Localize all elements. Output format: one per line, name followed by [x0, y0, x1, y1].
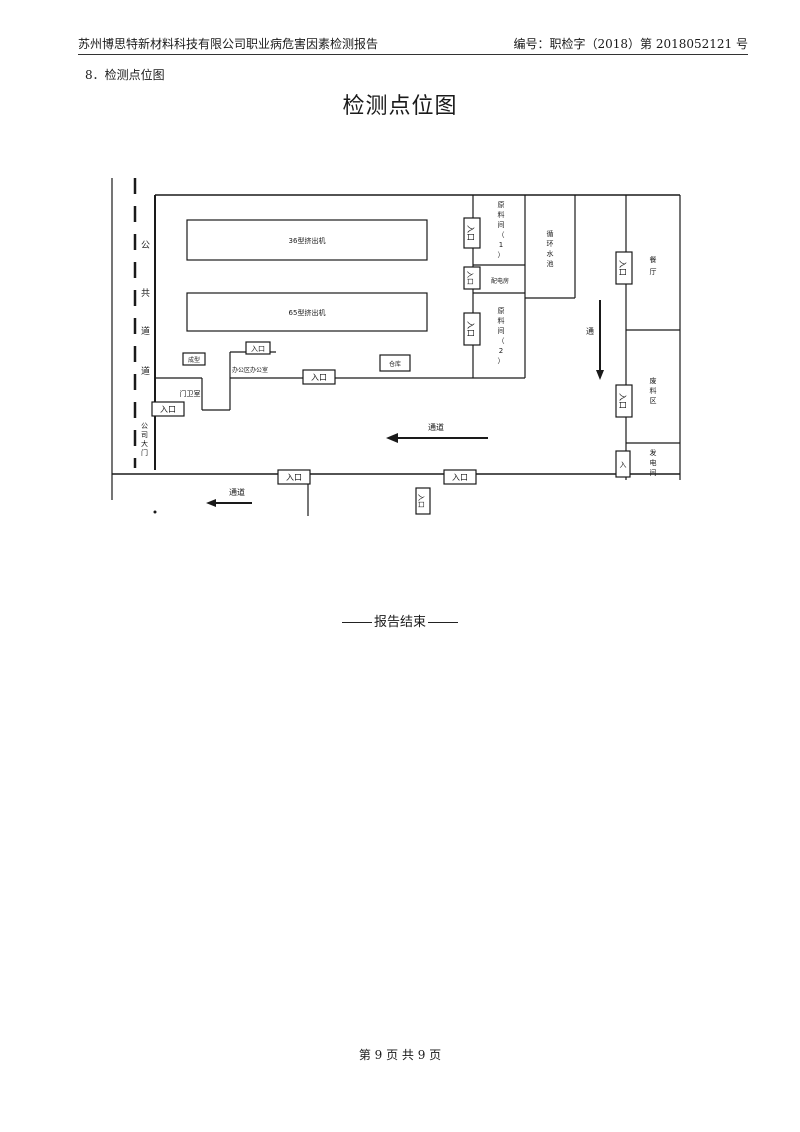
report-end-mark: 报告结束 — [0, 611, 800, 630]
extruder-2-building — [186, 292, 428, 332]
waste-area-char: 料 — [650, 386, 657, 395]
generator-char: 电 — [650, 458, 657, 467]
entrance-workshop-box — [302, 369, 336, 385]
material-1-char: （ — [498, 231, 505, 239]
waste-area-char: 废 — [650, 376, 657, 385]
header-report-number: 编号：职检字（2018）第 2018052121 号 — [513, 37, 748, 51]
entrance-label-short: 入 — [620, 461, 627, 469]
entrance-label: 入口 — [160, 405, 176, 414]
entrance-material-2-box — [463, 312, 481, 346]
entrance-canteen-box — [615, 251, 633, 285]
factory-gate-char: 司 — [141, 431, 148, 439]
material-1-char: 料 — [498, 210, 505, 219]
small-room-box — [182, 352, 206, 366]
cooling-pool-char: 池 — [547, 259, 554, 268]
material-2-char: 料 — [498, 316, 505, 325]
material-2-char: 2 — [499, 347, 503, 355]
dot-mark — [153, 510, 157, 514]
factory-gate-char: 公 — [141, 422, 148, 430]
entrance-label: 入口 — [286, 473, 302, 482]
extruder-1-label: 36型挤出机 — [289, 236, 326, 245]
south-road-arrow-head — [206, 499, 216, 507]
entrance-office-box — [245, 341, 271, 355]
road-arrow-head — [386, 433, 398, 443]
south-road-label: 通道 — [229, 487, 245, 497]
material-1-char: ） — [498, 251, 505, 259]
material-2-char: 原 — [498, 307, 505, 315]
entrance-label: 入口 — [466, 321, 475, 337]
entrance-label: 入口 — [466, 225, 475, 241]
entrance-material-1-box — [463, 217, 481, 249]
canteen-char: 厅 — [650, 268, 657, 276]
waste-area-char: 区 — [650, 397, 657, 405]
factory-gate-char: 大 — [141, 439, 148, 448]
end-dash-right — [428, 622, 458, 623]
material-1-char: 原 — [498, 201, 505, 209]
end-dash-left — [341, 622, 372, 623]
road-label: 通道 — [428, 422, 444, 432]
public-road-char: 共 — [141, 288, 150, 299]
public-road-char: 道 — [141, 365, 150, 377]
canteen-char: 餐 — [650, 255, 657, 264]
entrance-generator-box — [615, 450, 631, 478]
material-1-char: 间 — [498, 221, 505, 229]
entrance-label: 入口 — [618, 260, 627, 276]
page-header: 苏州博思特新材料科技有限公司职业病危害因素检测报告 编号：职检字（2018）第 … — [78, 34, 748, 55]
small-room-label: 成型 — [188, 356, 200, 364]
material-2-char: 间 — [498, 327, 505, 335]
office-label: 办公区办公室 — [232, 366, 268, 374]
entrance-label: 入口 — [417, 494, 425, 508]
material-2-char: ） — [498, 357, 505, 365]
factory-gate-char: 门 — [141, 448, 148, 457]
storage-box — [379, 354, 411, 372]
gatehouse-label: 门卫室 — [180, 389, 201, 398]
generator-char: 发 — [650, 448, 657, 457]
entrance-south-1-box — [277, 469, 311, 485]
material-2-char: （ — [498, 337, 505, 345]
vertical-road-label: 通 — [586, 326, 594, 336]
entrance-label: 入口 — [452, 473, 468, 482]
public-road-char: 公 — [141, 240, 150, 251]
entrance-waste-box — [615, 384, 633, 418]
cooling-pool-char: 环 — [547, 240, 554, 248]
entrance-label: 入口 — [251, 345, 265, 353]
section-title: 8．检测点位图 — [85, 68, 165, 82]
report-end-text: 报告结束 — [373, 615, 426, 630]
cooling-pool-char: 循 — [547, 229, 554, 238]
extruder-2-label: 65型挤出机 — [289, 308, 326, 317]
page-footer: 第 9 页 共 9 页 — [358, 1048, 442, 1062]
vertical-road-arrow-head — [596, 370, 604, 380]
generator-char: 间 — [650, 469, 657, 477]
distribution-label: 配电房 — [491, 277, 509, 285]
entrance-south-2-box — [443, 469, 477, 485]
entrance-south-3-box — [415, 487, 431, 515]
page-title: 检测点位图 — [342, 94, 458, 119]
storage-label: 仓库 — [389, 360, 401, 368]
material-1-char: 1 — [499, 241, 503, 249]
cooling-pool-char: 水 — [547, 249, 554, 258]
entrance-label: 入口 — [311, 373, 327, 382]
extruder-1-building — [186, 219, 428, 261]
entrance-distribution-box — [463, 266, 481, 290]
public-road-char: 道 — [141, 325, 150, 337]
entrance-label: 入口 — [618, 393, 627, 409]
entrance-gate-box — [151, 401, 185, 417]
header-company: 苏州博思特新材料科技有限公司职业病危害因素检测报告 — [78, 37, 379, 51]
entrance-label: 入口 — [466, 271, 474, 285]
